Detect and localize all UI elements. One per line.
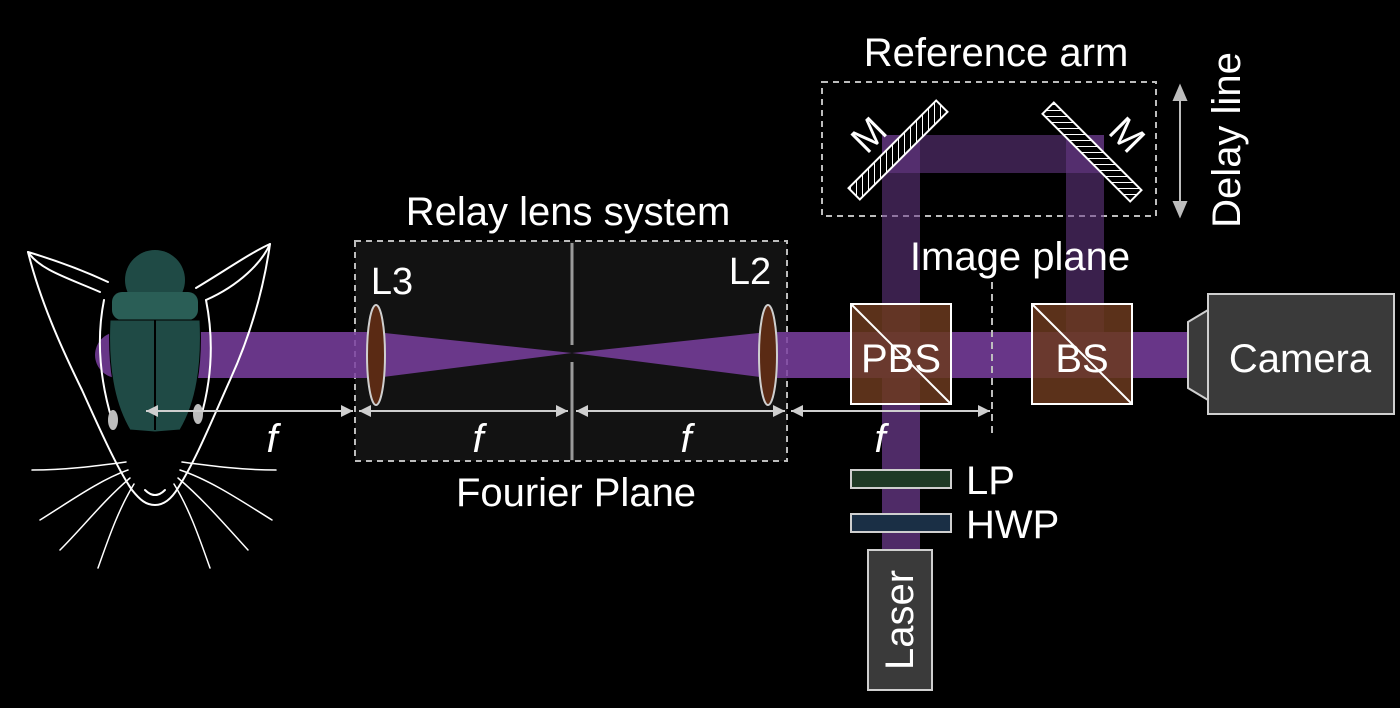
pbs-diagonal [850, 303, 952, 405]
focal-dimension-3 [576, 405, 785, 417]
laser-label: Laser [878, 570, 922, 670]
focal-dimension-2 [359, 405, 568, 417]
mirror-left-icon [847, 99, 949, 201]
laser-body [867, 549, 933, 691]
camera-lens-mount [1187, 308, 1209, 402]
nose [144, 489, 166, 496]
right-cheek [199, 299, 212, 421]
relay-lens-system-label: Relay lens system [406, 190, 731, 234]
hwp-label: HWP [966, 503, 1059, 547]
camera-body [1207, 293, 1395, 415]
image-plane-label: Image plane [910, 235, 1130, 279]
fourier-plane-label: Fourier Plane [456, 471, 696, 515]
lens-l3-label: L3 [371, 261, 413, 303]
converging-beam [375, 332, 572, 378]
focal-dimension-1 [146, 405, 353, 417]
head-outline [27, 243, 271, 506]
reference-arm-label: Reference arm [864, 31, 1129, 75]
diverging-beam [572, 332, 768, 378]
lens-l2 [758, 304, 778, 406]
left-eye [108, 410, 118, 430]
lp-filter [850, 469, 952, 489]
right-eye [193, 404, 203, 424]
delay-line-arrow [1172, 83, 1188, 219]
lens-l2-label: L2 [729, 251, 771, 293]
camera-label: Camera [1229, 337, 1372, 381]
bs-diagonal [1031, 303, 1133, 405]
delay-line-label: Delay line [1205, 52, 1249, 228]
brain-midbrain [112, 292, 198, 320]
hwp-plate [850, 513, 952, 533]
whiskers [31, 461, 277, 569]
bs-label: BS [1055, 337, 1108, 381]
left-cheek [98, 299, 113, 421]
lp-label: LP [966, 459, 1015, 503]
reference-arm-box [821, 81, 1157, 217]
pbs-label: PBS [861, 337, 941, 381]
lens-l3 [366, 304, 386, 406]
brain-icon [109, 250, 201, 433]
focal-dimension-4 [791, 405, 990, 417]
mouse-head-icon [27, 243, 277, 569]
mirror-right-icon [1041, 101, 1143, 203]
